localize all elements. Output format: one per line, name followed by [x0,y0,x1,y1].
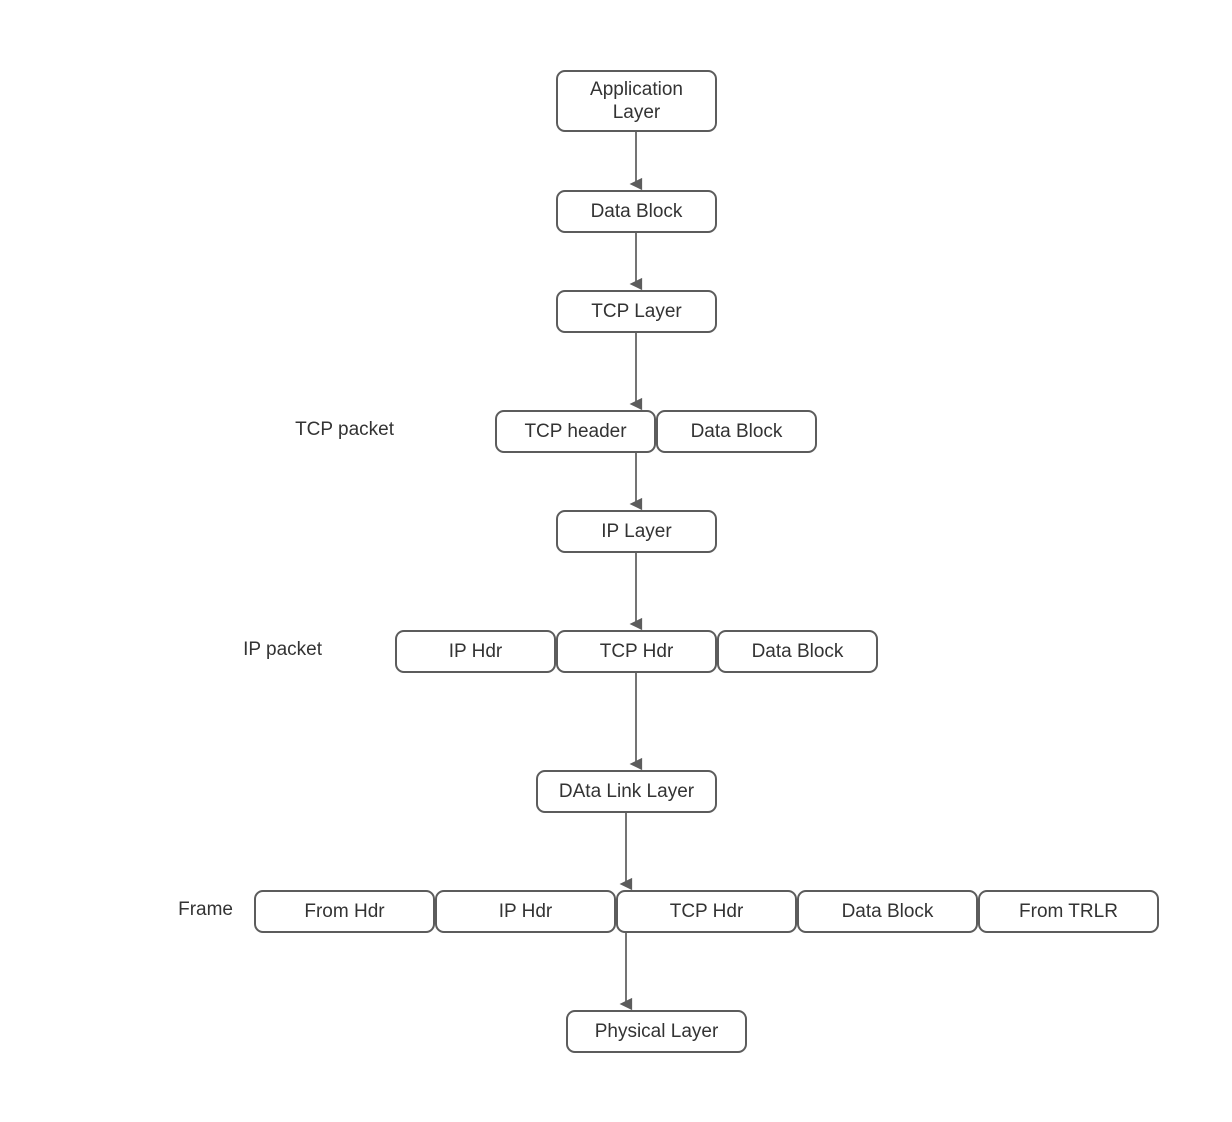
side-label-tcp-packet: TCP packet [295,419,394,440]
frame-segment-from-hdr[interactable]: From Hdr [254,890,435,933]
frame-segment-ip-hdr[interactable]: IP Hdr [435,890,616,933]
node-tcp-layer[interactable]: TCP Layer [556,290,717,333]
ip-packet-segment-tcp-hdr[interactable]: TCP Hdr [556,630,717,673]
ip-packet-segment-data-block[interactable]: Data Block [717,630,878,673]
frame-segment-from-trlr[interactable]: From TRLR [978,890,1159,933]
side-label-frame: Frame [178,899,233,920]
node-ip-layer[interactable]: IP Layer [556,510,717,553]
ip-packet-segment-ip-hdr[interactable]: IP Hdr [395,630,556,673]
frame-segment-tcp-hdr[interactable]: TCP Hdr [616,890,797,933]
tcp-packet-segment-data-block[interactable]: Data Block [656,410,817,453]
node-physical-layer[interactable]: Physical Layer [566,1010,747,1053]
side-label-ip-packet: IP packet [243,639,322,660]
node-data-link-layer[interactable]: DAta Link Layer [536,770,717,813]
frame-segment-data-block[interactable]: Data Block [797,890,978,933]
node-data-block-top[interactable]: Data Block [556,190,717,233]
tcp-packet-segment-tcp-header[interactable]: TCP header [495,410,656,453]
node-application-layer[interactable]: Application Layer [556,70,717,132]
